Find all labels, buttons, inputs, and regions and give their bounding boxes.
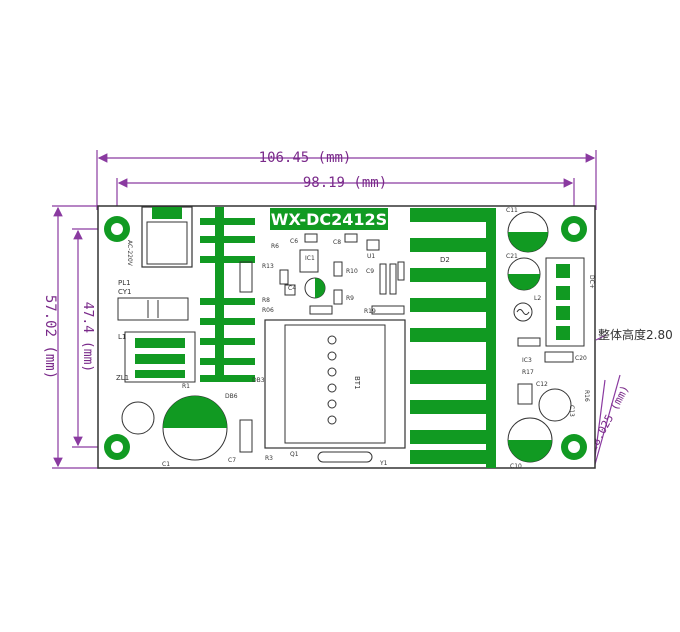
- label-c12: C12: [536, 381, 548, 388]
- transformer: [264, 319, 406, 449]
- ac-input-connector: [141, 206, 193, 268]
- overall-width-label: 106.45 (mm): [259, 150, 352, 166]
- label-y1: Y1: [379, 460, 388, 467]
- label-c20: C20: [575, 355, 587, 362]
- c13-ring: [538, 388, 572, 422]
- label-r10: R10: [346, 268, 358, 275]
- label-r8: R8: [262, 297, 270, 304]
- right-heatsink-traces: [410, 208, 496, 468]
- c4-capacitor: [304, 277, 326, 299]
- label-r06: R06: [262, 307, 274, 314]
- c1-capacitor: [162, 395, 228, 461]
- model-label: WX-DC2412S: [271, 210, 387, 229]
- label-r3: R3: [265, 455, 273, 462]
- label-c4: C4: [288, 285, 296, 292]
- c11-capacitor: [507, 211, 549, 253]
- c10-capacitor: [507, 417, 553, 463]
- label-ac-input: AC-220V: [126, 240, 133, 267]
- label-c6: C6: [290, 238, 298, 245]
- label-ic3: IC3: [522, 357, 532, 364]
- label-c8: C8: [333, 239, 341, 246]
- label-db6: DB6: [225, 393, 238, 400]
- label-l1: L1: [118, 333, 126, 341]
- label-c9: C9: [366, 268, 374, 275]
- label-l2: L2: [534, 295, 541, 302]
- hole-spacing-width-label: 98.19 (mm): [303, 175, 387, 191]
- label-db3: DB3: [252, 377, 265, 384]
- label-cy1: CY1: [118, 288, 132, 296]
- label-q1: Q1: [290, 451, 299, 458]
- mounting-hole-top-right: [561, 216, 587, 242]
- label-r9: R9: [346, 295, 354, 302]
- dimension-lines: [52, 150, 621, 469]
- l2-inductor: [513, 302, 533, 322]
- label-t1: BT1: [353, 376, 361, 390]
- dc-output-terminal: [545, 257, 585, 347]
- label-c7: C7: [228, 457, 236, 464]
- model-label-box: [270, 208, 388, 230]
- overall-height-label: 57.02 (mm): [42, 295, 58, 379]
- label-r6: R6: [271, 243, 279, 250]
- label-c1: C1: [162, 461, 170, 468]
- left-heatsink-traces: [200, 207, 255, 382]
- fuse-ring: [121, 401, 155, 435]
- label-r17: R17: [522, 369, 534, 376]
- label-c11: C11: [506, 207, 518, 214]
- total-height-note: 整体高度2.80: [598, 327, 673, 342]
- label-pl1: PL1: [118, 279, 131, 287]
- c21-capacitor: [507, 257, 541, 291]
- label-c13: C13: [568, 405, 575, 417]
- label-d2: D2: [440, 256, 450, 264]
- y1-crystal: [317, 451, 373, 463]
- cy1-box: [117, 297, 189, 321]
- mounting-hole-top-left: [104, 216, 130, 242]
- mounting-hole-bottom-right: [561, 434, 587, 460]
- label-c21: C21: [506, 253, 518, 260]
- label-zl1: ZL1: [116, 374, 129, 382]
- label-dc-out: DC+: [588, 275, 595, 289]
- hole-spacing-height-label: 47.4 (mm): [80, 302, 95, 372]
- label-r13: R13: [262, 263, 274, 270]
- c7-box: [239, 419, 253, 453]
- l1-inductor: [124, 331, 196, 383]
- label-ic1: IC1: [305, 255, 315, 262]
- label-c10: C10: [510, 463, 522, 470]
- label-r1: R1: [182, 383, 190, 390]
- mounting-hole-bottom-left: [104, 434, 130, 460]
- label-r16: R16: [583, 390, 590, 402]
- label-u1: U1: [367, 253, 375, 260]
- label-r19: R19: [364, 308, 376, 315]
